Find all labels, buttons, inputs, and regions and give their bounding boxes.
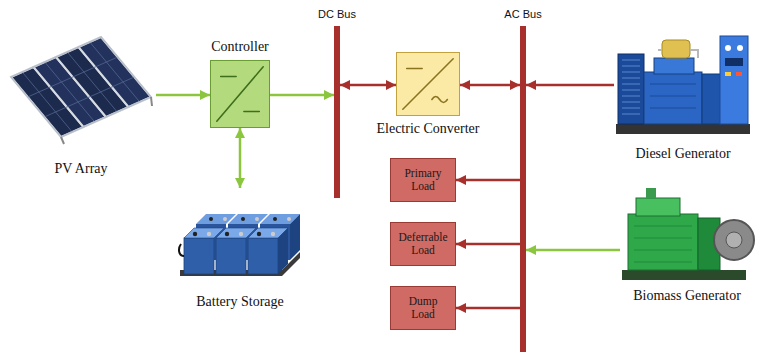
- converter-symbol: [397, 53, 459, 115]
- diesel-generator-picture: [702, 74, 722, 124]
- diesel-generator: Diesel Generator: [614, 28, 752, 140]
- battery-picture: [225, 232, 229, 236]
- diesel-generator-picture: [658, 50, 698, 58]
- battery-picture: [271, 232, 275, 236]
- power-line: [456, 307, 520, 310]
- battery-picture: [241, 217, 245, 221]
- diesel-generator-picture: [662, 40, 690, 58]
- battery-picture: [184, 238, 214, 274]
- diesel-generator-picture: [720, 36, 748, 124]
- power-line: [456, 243, 520, 246]
- box-label: Deferrable Load: [397, 231, 449, 257]
- diesel-generator-picture: [650, 84, 696, 108]
- biomass-generator-picture: [622, 270, 746, 280]
- diesel-generator-picture: [736, 72, 742, 76]
- battery-picture: [257, 232, 261, 236]
- node-caption: AC Bus: [504, 8, 541, 21]
- node-caption: DC Bus: [318, 8, 356, 21]
- diesel-generator-picture: [644, 72, 702, 124]
- diesel-generator-picture: [725, 72, 731, 76]
- battery-picture: [287, 217, 291, 221]
- power-line: [456, 179, 520, 182]
- pv-array-picture: [11, 37, 151, 137]
- pv-array: PV Array: [6, 32, 156, 147]
- battery-picture: [273, 217, 277, 221]
- battery-picture: [209, 217, 213, 221]
- node-caption: PV Array: [54, 161, 107, 177]
- pv-array-picture: [61, 97, 152, 144]
- node-caption: Controller: [211, 39, 269, 55]
- converter-symbol: [217, 67, 263, 121]
- node-caption: Electric Converter: [376, 121, 479, 137]
- power-line: [270, 94, 334, 97]
- load-box: Dump Load: [390, 286, 456, 330]
- battery-picture: [239, 232, 243, 236]
- pv-array-picture: [11, 37, 152, 144]
- battery-picture: [216, 238, 246, 274]
- box-label: Primary Load: [397, 167, 449, 193]
- biomass-generator: Biomass Generator: [620, 180, 754, 282]
- battery-picture: [179, 244, 184, 256]
- diesel-generator-picture: [725, 58, 743, 66]
- battery-picture: [278, 228, 288, 274]
- diesel-generator-picture: [618, 54, 644, 124]
- biomass-generator-picture: [714, 220, 754, 260]
- power-line: [340, 84, 396, 87]
- biomass-generator-picture: [622, 188, 754, 280]
- biomass-generator-picture: [646, 188, 656, 198]
- converter-box: Electric Converter: [396, 52, 460, 116]
- converter-symbol: [211, 61, 269, 127]
- power-line: [156, 94, 210, 97]
- power-line: [460, 84, 520, 87]
- ac-bus: AC Bus: [520, 26, 526, 352]
- battery-picture: [248, 238, 278, 274]
- box-label: Dump Load: [397, 295, 449, 321]
- load-box: Deferrable Load: [390, 222, 456, 266]
- power-line: [526, 249, 620, 252]
- battery-picture: [223, 217, 227, 221]
- diesel-generator-picture: [725, 45, 731, 51]
- dc-bus: DC Bus: [334, 26, 340, 198]
- pv-array-picture: [22, 42, 140, 132]
- diesel-generator-picture: [616, 36, 750, 134]
- load-box: Primary Load: [390, 158, 456, 202]
- biomass-generator-picture: [726, 232, 742, 248]
- node-caption: Battery Storage: [196, 294, 283, 310]
- diesel-generator-picture: [616, 124, 750, 134]
- power-line: [526, 84, 614, 87]
- diesel-generator-picture: [622, 60, 640, 114]
- battery-picture: [207, 232, 211, 236]
- converter-symbol: [403, 59, 453, 109]
- controller-box: Controller: [210, 60, 270, 128]
- diesel-generator-picture: [654, 58, 694, 74]
- biomass-generator-picture: [636, 198, 680, 216]
- power-line: [239, 128, 242, 188]
- biomass-generator-picture: [634, 226, 692, 262]
- battery-picture: [193, 232, 197, 236]
- node-caption: Biomass Generator: [633, 288, 741, 304]
- battery-picture: [290, 214, 300, 260]
- battery-picture: [179, 214, 300, 276]
- battery-storage: Battery Storage: [178, 188, 302, 286]
- diesel-generator-picture: [737, 45, 743, 51]
- battery-picture: [255, 217, 259, 221]
- node-caption: Diesel Generator: [635, 146, 730, 162]
- biomass-generator-picture: [628, 214, 698, 270]
